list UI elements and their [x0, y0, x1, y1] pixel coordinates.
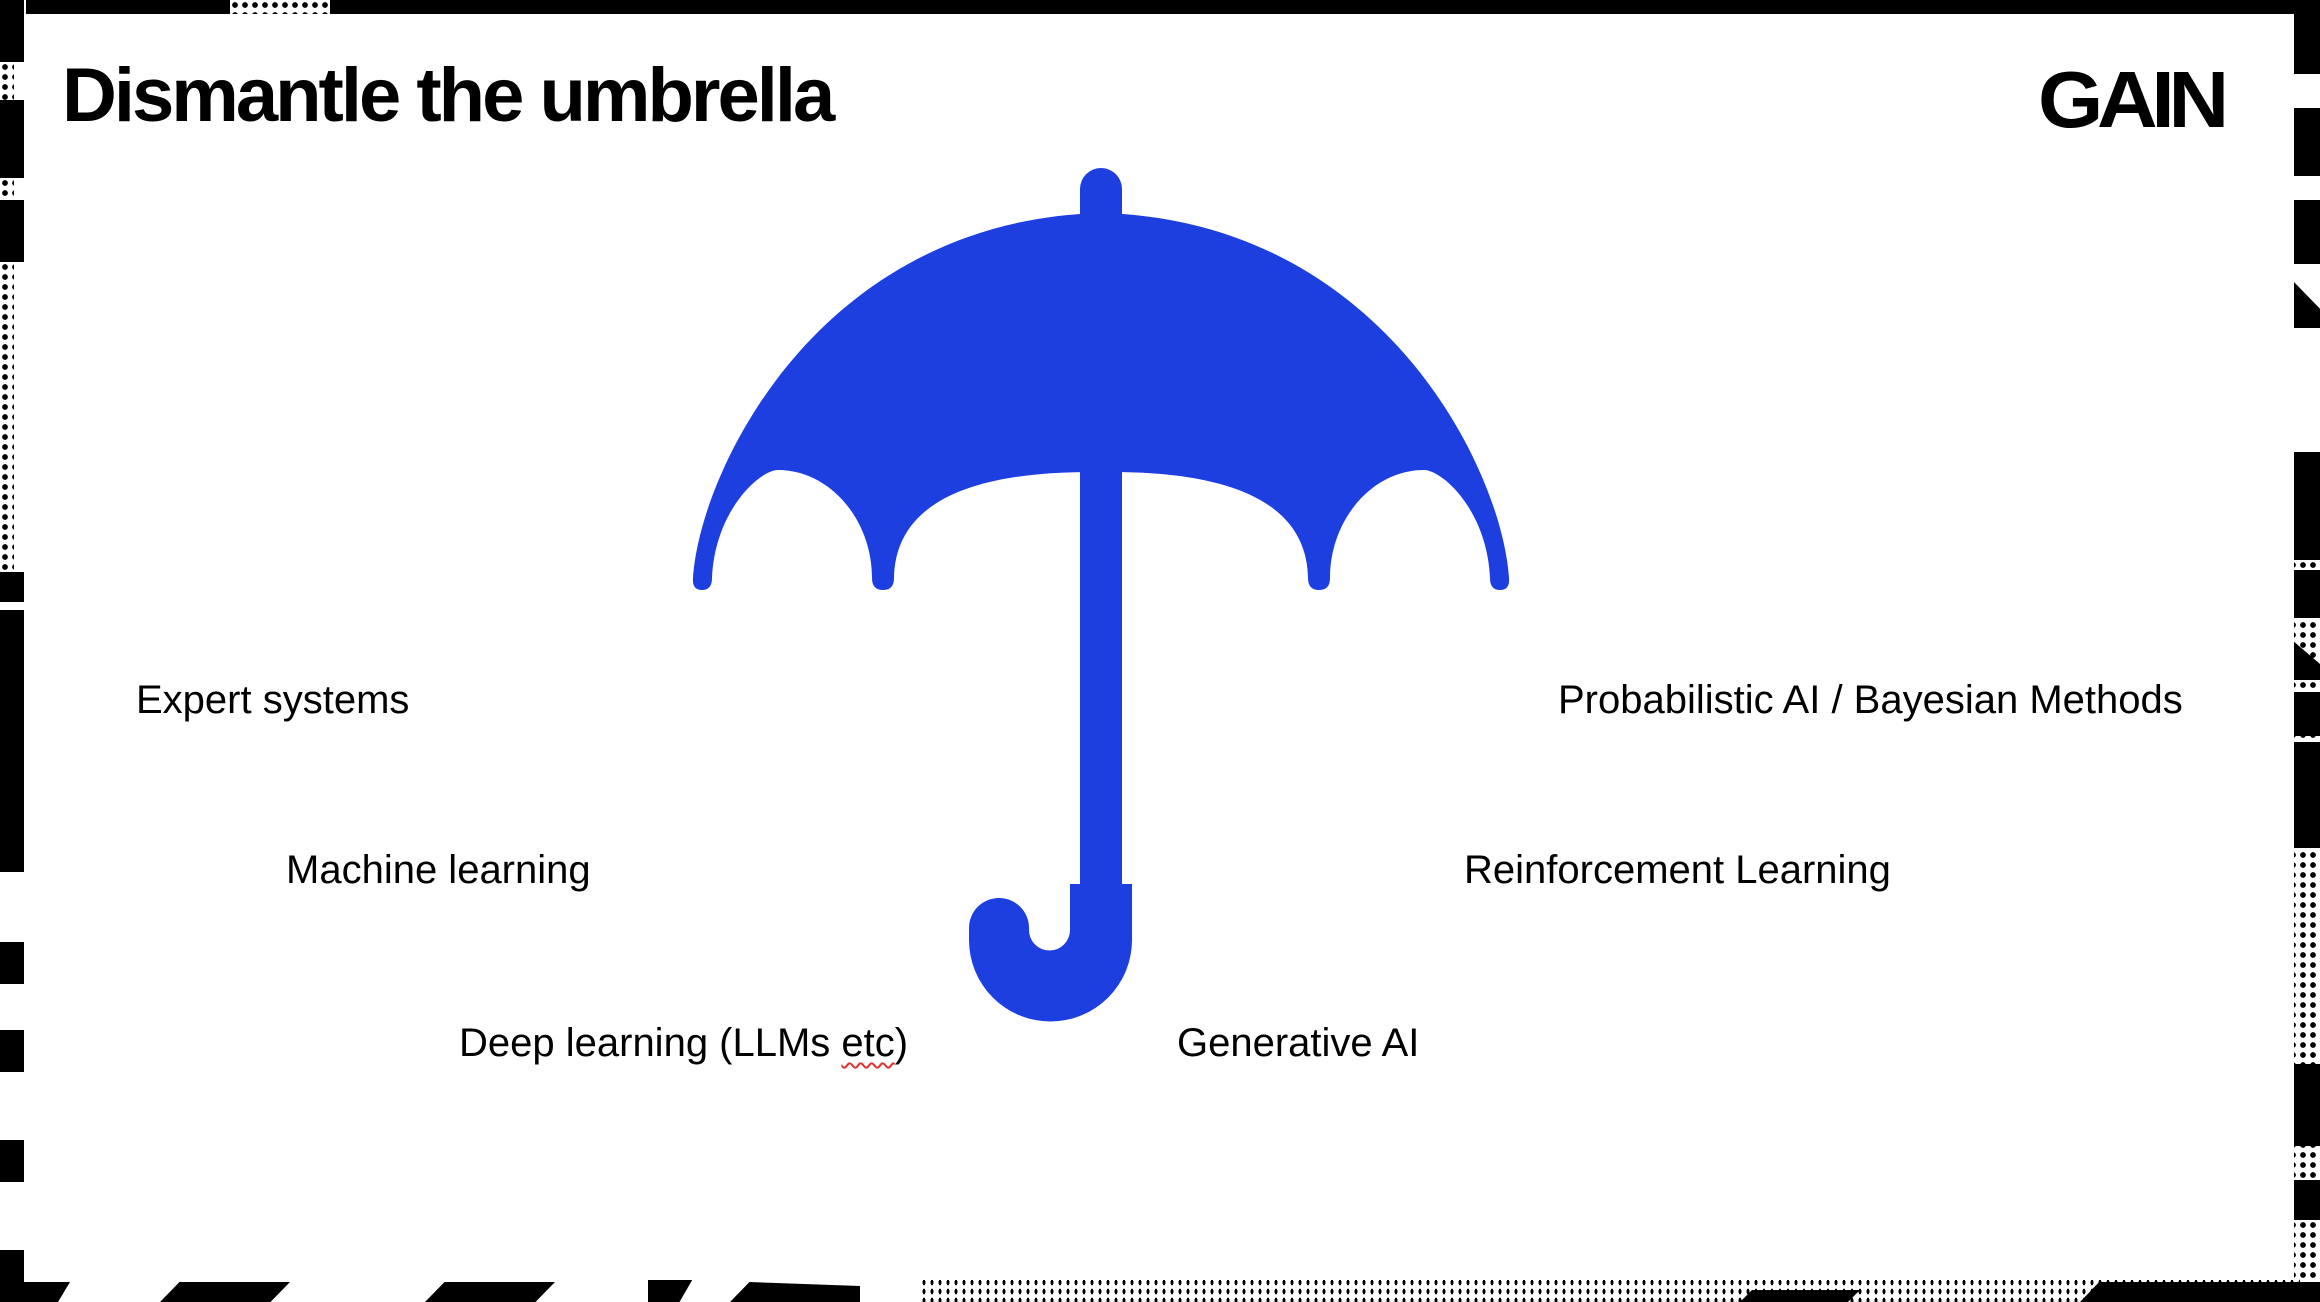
label-reinforcement-learning: Reinforcement Learning [1464, 848, 1891, 892]
border-top-halftone-patch [230, 0, 330, 14]
label-deep-learning: Deep learning (LLMs etc) [459, 1023, 908, 1063]
border-bottom-dash [425, 1282, 555, 1302]
umbrella-canopy [692, 213, 1510, 590]
border-left-block [0, 942, 24, 984]
label-probabilistic-ai: Probabilistic AI / Bayesian Methods [1558, 678, 2183, 722]
border-right-block [2292, 692, 2320, 736]
border-top-bar [0, 0, 2320, 14]
border-left-block [0, 1030, 24, 1072]
border-bottom-dash [1740, 1290, 1860, 1302]
border-right-block [2292, 1064, 2320, 1146]
umbrella-handle [969, 898, 1132, 1022]
border-left-block [0, 572, 24, 602]
border-right-block [2292, 452, 2320, 560]
gain-logo: GAIN [2038, 55, 2229, 144]
border-right-block [2292, 14, 2320, 74]
border-left-block [0, 1140, 24, 1182]
label-machine-learning: Machine learning [286, 848, 591, 892]
slide-title: Dismantle the umbrella [62, 53, 835, 138]
umbrella-shaft [1080, 470, 1122, 890]
border-left-block [0, 0, 24, 62]
border-left-block [0, 200, 24, 262]
spellcheck-underline: etc [841, 1021, 895, 1065]
label-deep-learning-text: Deep learning (LLMs [459, 1021, 842, 1065]
border-bottom-dash [2080, 1282, 2320, 1302]
border-bottom-dash [10, 1282, 70, 1302]
label-expert-systems: Expert systems [136, 678, 410, 722]
label-deep-learning-paren: ) [894, 1021, 909, 1065]
border-bottom-dash [730, 1282, 860, 1302]
border-left-halftone [0, 262, 14, 572]
border-right-block [2292, 570, 2320, 618]
border-left-block [0, 100, 24, 178]
border-right-block [2292, 200, 2320, 264]
border-left-halftone [0, 62, 14, 100]
border-right-block [2292, 742, 2320, 848]
border-left-block [0, 610, 24, 872]
label-generative-ai: Generative AI [1177, 1021, 1420, 1065]
border-right-block [2292, 108, 2320, 176]
border-bottom-dash [160, 1282, 290, 1302]
border-right-block [2292, 1180, 2320, 1220]
border-bottom-halftone [920, 1278, 2300, 1302]
